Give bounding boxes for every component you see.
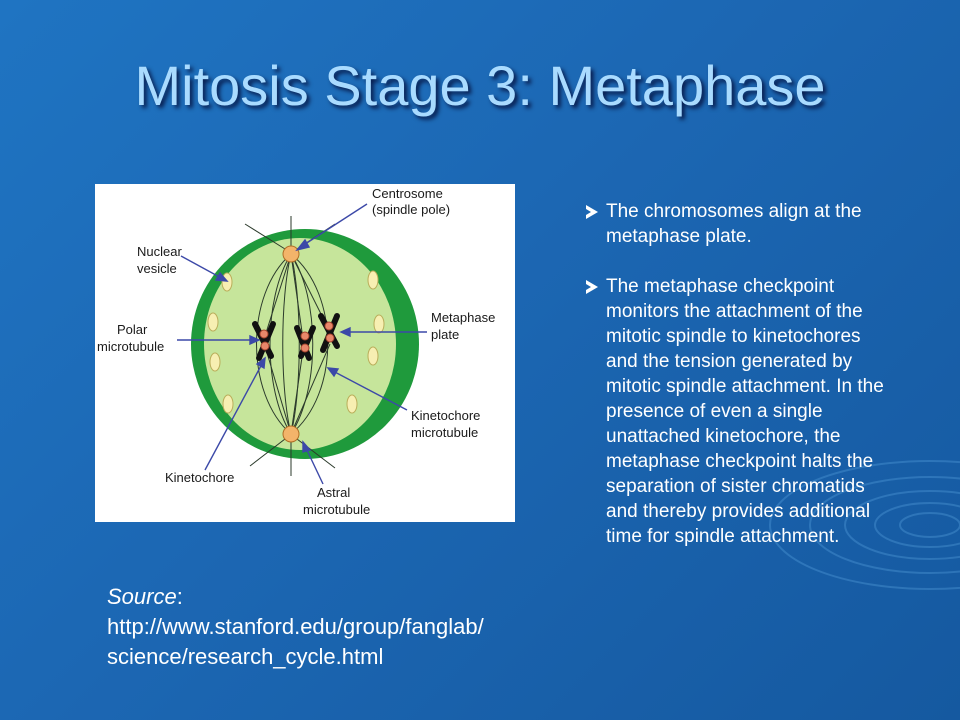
label-centrosome-line2: (spindle pole) <box>372 202 450 217</box>
label-polar-line2: microtubule <box>97 339 164 354</box>
label-pointers <box>177 203 427 485</box>
bullet-text: The metaphase checkpoint monitors the at… <box>606 276 884 547</box>
source-citation: Source: http://www.stanford.edu/group/fa… <box>107 582 492 672</box>
bullet-item: The chromosomes align at the metaphase p… <box>586 199 886 249</box>
bullet-item: The metaphase checkpoint monitors the at… <box>586 274 886 549</box>
kinetochores <box>259 321 335 353</box>
label-metaphase-line2: plate <box>431 327 459 342</box>
cytoplasm <box>204 238 396 450</box>
label-nuclear-line2: vesicle <box>137 261 177 276</box>
bullet-list: The chromosomes align at the metaphase p… <box>586 199 886 549</box>
source-label: Source <box>107 584 177 609</box>
label-astral-line2: microtubule <box>303 502 370 517</box>
metaphase-cell-illustration: Centrosome (spindle pole) Nuclear vesicl… <box>97 186 495 517</box>
mitosis-diagram: Centrosome (spindle pole) Nuclear vesicl… <box>95 184 515 522</box>
slide-title: Mitosis Stage 3: Metaphase <box>134 54 826 117</box>
arrow-bullet-icon <box>586 205 598 219</box>
label-nuclear-line1: Nuclear <box>137 244 182 259</box>
source-url: http://www.stanford.edu/group/fanglab/sc… <box>107 614 484 669</box>
label-kinetochore-mt-line1: Kinetochore <box>411 408 480 423</box>
label-metaphase-line1: Metaphase <box>431 310 495 325</box>
label-kinetochore-mt-line2: microtubule <box>411 425 478 440</box>
centrosome-bottom <box>282 425 300 443</box>
nuclear-vesicles <box>207 270 385 414</box>
label-polar-line1: Polar <box>117 322 148 337</box>
source-colon: : <box>176 584 183 609</box>
label-centrosome-line1: Centrosome <box>372 186 443 201</box>
arrow-bullet-icon <box>586 280 598 294</box>
bullet-text: The chromosomes align at the metaphase p… <box>606 201 862 247</box>
centrosome-top <box>282 245 300 263</box>
label-astral-line1: Astral <box>317 485 350 500</box>
label-kinetochore: Kinetochore <box>165 470 234 485</box>
